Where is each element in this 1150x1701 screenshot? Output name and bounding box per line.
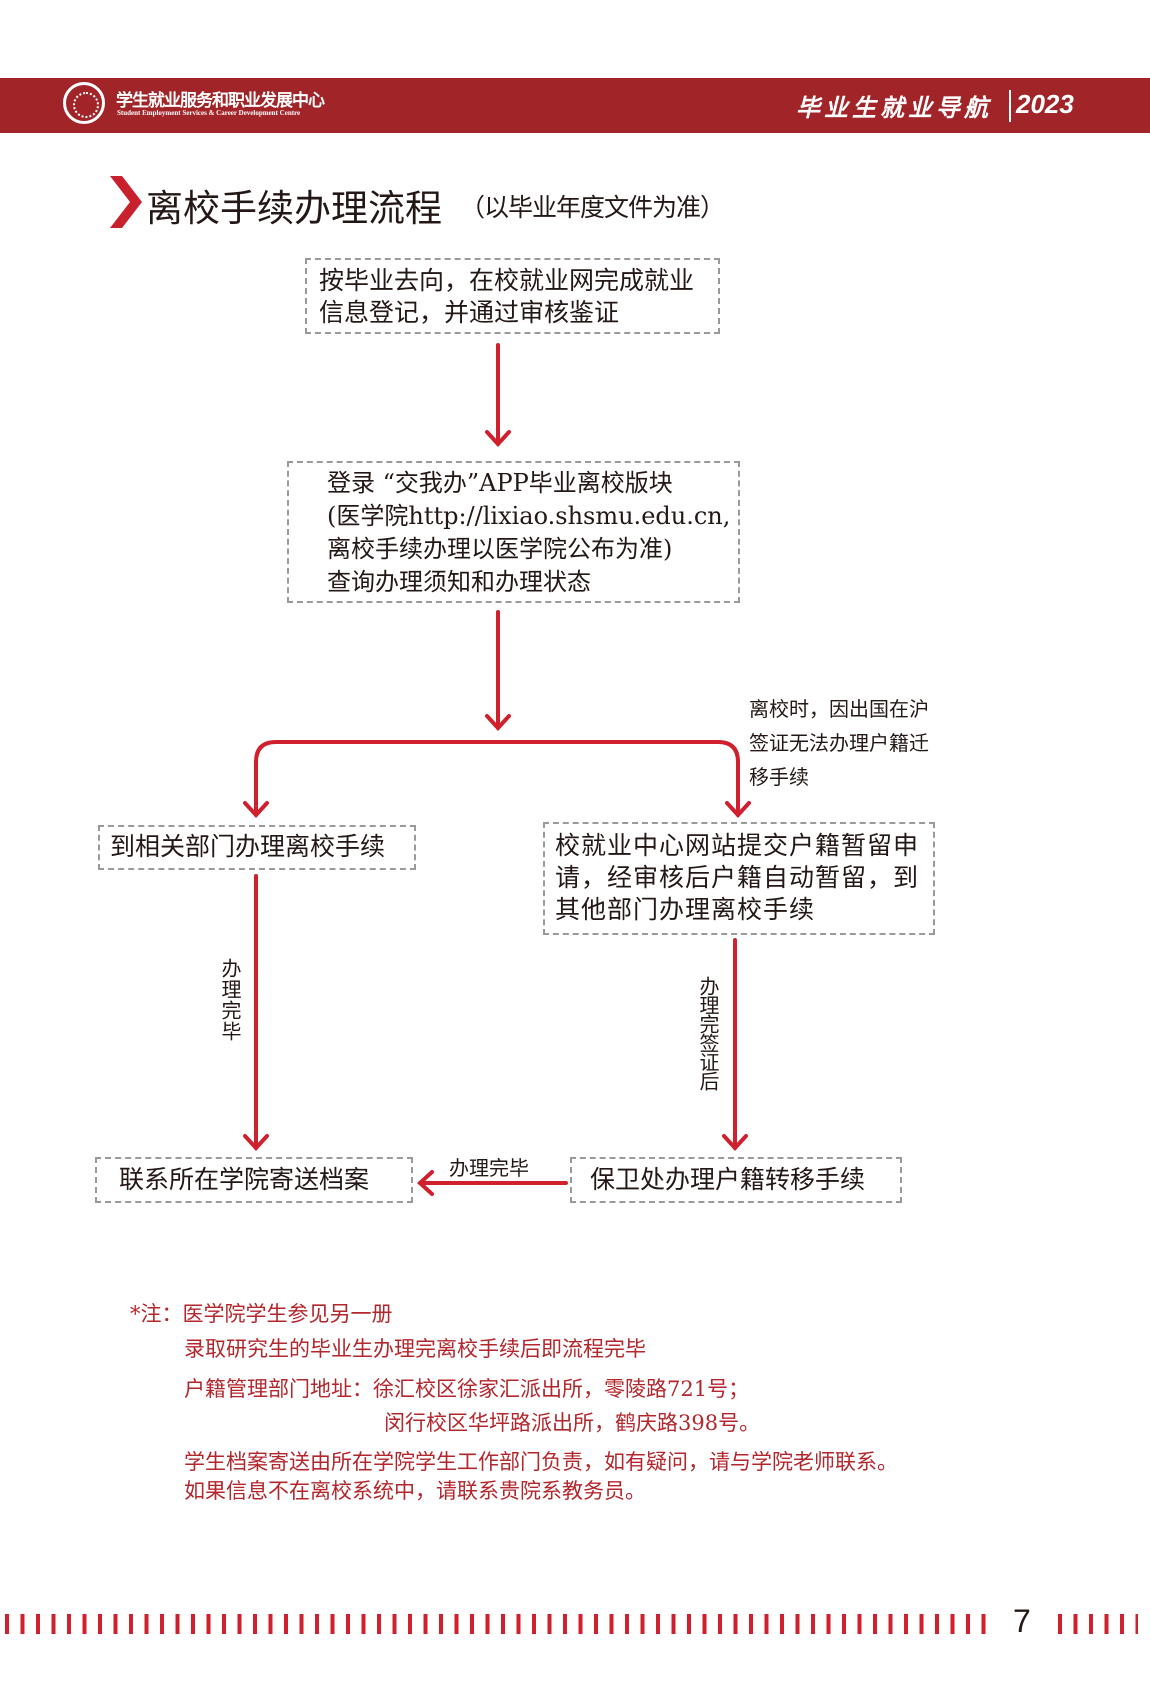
university-seal-logo xyxy=(63,82,105,124)
branch-note: 离校时，因出国在沪 签证无法办理户籍迁 移手续 xyxy=(749,692,929,794)
guide-title: 毕业生就业导航 xyxy=(796,93,992,122)
bottom-done-label: 办理完毕 xyxy=(449,1156,529,1180)
note-line: 离校时，因出国在沪 xyxy=(749,697,929,721)
arrowhead xyxy=(243,1134,269,1151)
page-subtitle: （以毕业年度文件为准） xyxy=(460,193,725,222)
flow-step-hukou-retain: 校就业中心网站提交户籍暂留申 请，经审核后户籍自动暂留，到 其他部门办理离校手续 xyxy=(543,822,935,935)
note-line-3: 户籍管理部门地址：徐汇校区徐家汇派出所，零陵路721号； xyxy=(184,1377,750,1401)
note-line-5: 学生档案寄送由所在学院学生工作部门负责，如有疑问，请与学院老师联系。 xyxy=(184,1450,898,1474)
flow-step-send-archive: 联系所在学院寄送档案 xyxy=(95,1157,413,1203)
arrowhead xyxy=(243,801,269,818)
step-text: 保卫处办理户籍转移手续 xyxy=(590,1165,866,1194)
arrowhead xyxy=(417,1170,434,1196)
right-done-label: 办理完签证后 xyxy=(696,976,720,1090)
org-name-cn: 学生就业服务和职业发展中心 xyxy=(116,91,325,111)
flow-step-app-login: 登录 “交我办”APP毕业离校版块 (医学院http://lixiao.shsm… xyxy=(287,461,740,603)
note-line: 签证无法办理户籍迁 xyxy=(749,731,929,755)
step-text: 按毕业去向，在校就业网完成就业 xyxy=(319,266,695,295)
guide-year: 2023 xyxy=(1016,89,1074,119)
footer-stripes-right xyxy=(1058,1614,1138,1634)
arrowhead xyxy=(722,1134,748,1151)
step-text: 登录 “交我办”APP毕业离校版块 xyxy=(327,469,673,497)
page-number: 7 xyxy=(1013,1603,1031,1639)
page-title: 离校手续办理流程 xyxy=(146,187,442,230)
arrowhead xyxy=(485,430,511,447)
arrowhead xyxy=(725,801,751,818)
step-url-text: (医学院http://lixiao.shsmu.edu.cn, xyxy=(327,502,731,530)
header-band xyxy=(0,78,1150,133)
note-line-2: 录取研究生的毕业生办理完离校手续后即流程完毕 xyxy=(184,1337,646,1361)
header-divider xyxy=(1009,90,1011,122)
step-text: 离校手续办理以医学院公布为准) xyxy=(327,535,673,563)
flow-step-hukou-transfer: 保卫处办理户籍转移手续 xyxy=(570,1157,902,1203)
note-line: 移手续 xyxy=(749,765,809,789)
note-line-6: 如果信息不在离校系统中，请联系贵院系教务员。 xyxy=(184,1479,646,1503)
org-name-en: Student Employment Services & Career Dev… xyxy=(117,109,301,117)
step-text: 信息登记，并通过审核鉴证 xyxy=(319,298,620,327)
step-text: 请，经审核后户籍自动暂留，到 xyxy=(555,863,920,892)
flow-step-leave-procedures: 到相关部门办理离校手续 xyxy=(98,825,416,870)
left-done-label: 办理完毕 xyxy=(218,958,242,1042)
arrowhead xyxy=(485,714,511,731)
step-text: 其他部门办理离校手续 xyxy=(555,895,816,924)
step-text: 联系所在学院寄送档案 xyxy=(119,1165,370,1194)
note-line-4: 闵行校区华坪路派出所，鹤庆路398号。 xyxy=(384,1411,761,1435)
chevron-right-icon xyxy=(110,176,142,228)
branch-connector xyxy=(254,740,740,817)
step-text: 查询办理须知和办理状态 xyxy=(327,568,591,596)
step-text: 到相关部门办理离校手续 xyxy=(110,832,386,861)
flow-step-register: 按毕业去向，在校就业网完成就业 信息登记，并通过审核鉴证 xyxy=(305,258,720,334)
note-line-1: *注：医学院学生参见另一册 xyxy=(130,1302,393,1326)
footer-stripes xyxy=(5,1614,990,1634)
flow-arrows xyxy=(243,343,751,1196)
step-text: 校就业中心网站提交户籍暂留申 xyxy=(555,831,920,860)
